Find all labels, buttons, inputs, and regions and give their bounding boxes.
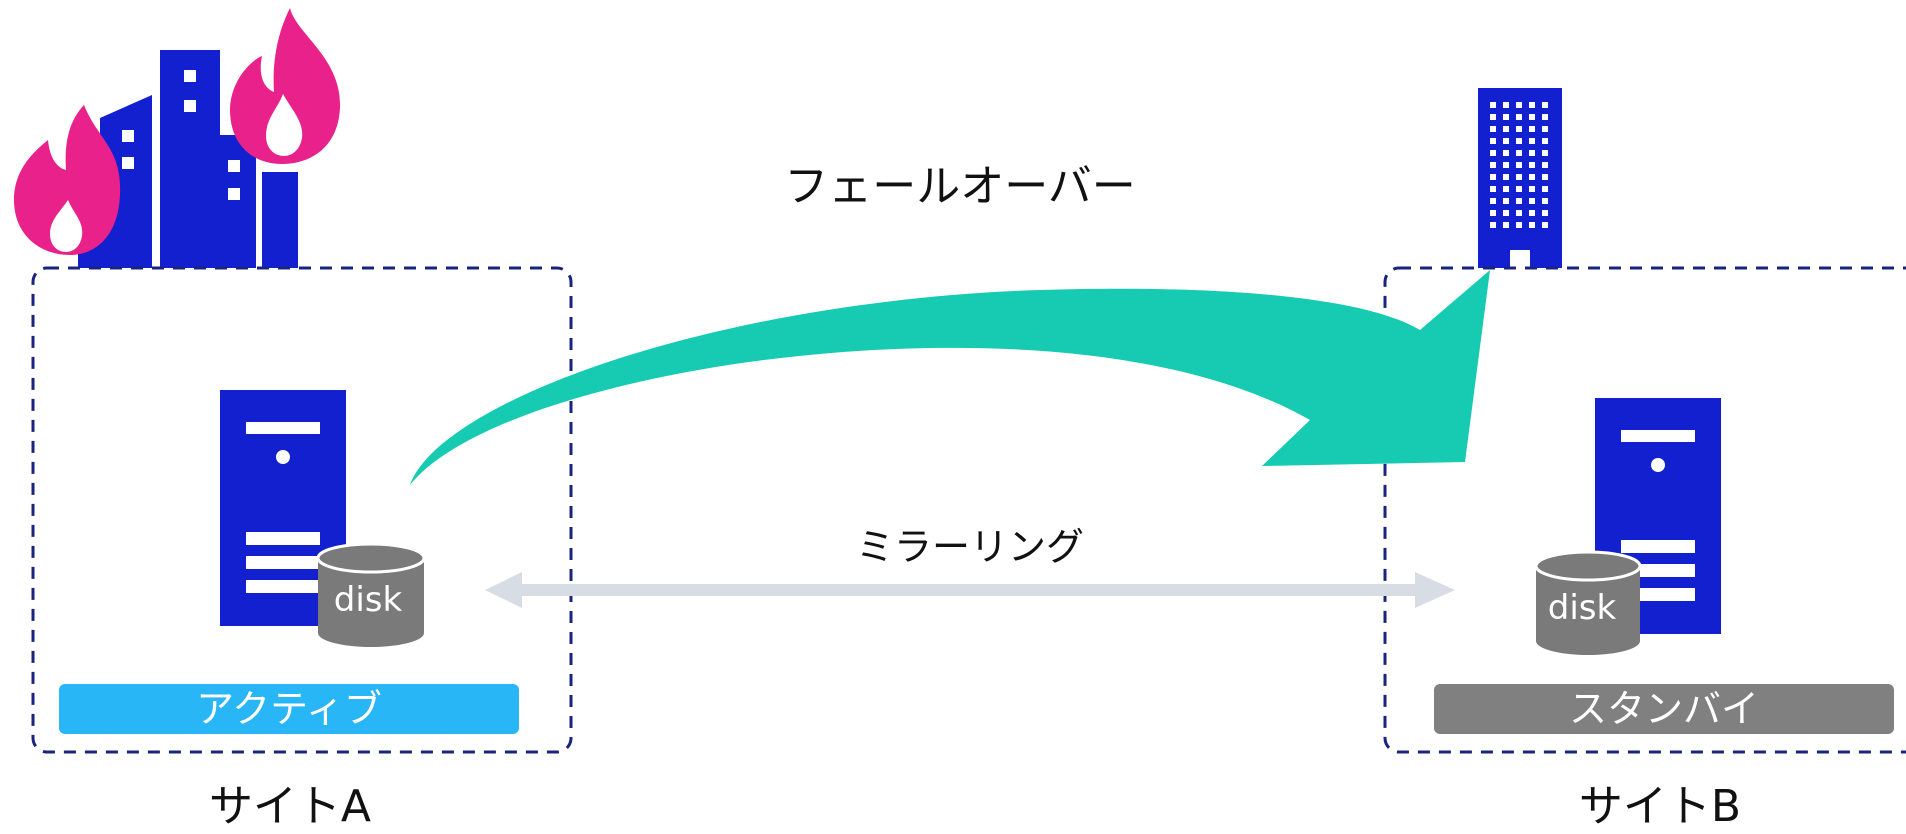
building-window (1529, 198, 1535, 204)
fire-left-icon (14, 105, 121, 255)
building-window (1490, 162, 1496, 168)
building-window (1529, 102, 1535, 108)
building-window (1516, 222, 1522, 228)
building-window (1503, 150, 1509, 156)
diagram-canvas (14, 8, 1906, 754)
building-window (1516, 150, 1522, 156)
building-window (1529, 138, 1535, 144)
building-window (1516, 162, 1522, 168)
building-window (1490, 174, 1496, 180)
building-window (1542, 222, 1548, 228)
site-b-boundary (1383, 266, 1906, 754)
disk-b-icon (1534, 550, 1642, 655)
building-window (1529, 150, 1535, 156)
building-window (1529, 186, 1535, 192)
building-window (1516, 126, 1522, 132)
building-window (1503, 102, 1509, 108)
building-window (1542, 162, 1548, 168)
building-window (1503, 174, 1509, 180)
building-window (1542, 210, 1548, 216)
building-window (1516, 138, 1522, 144)
disk-b-label: disk (1547, 588, 1617, 628)
building-window (1503, 222, 1509, 228)
building-window (1503, 114, 1509, 120)
failover-arrow (410, 270, 1490, 485)
building-window (1516, 198, 1522, 204)
building-window (1490, 114, 1496, 120)
building-window (1503, 138, 1509, 144)
standby-status-badge: スタンバイ (1434, 684, 1894, 734)
failover-label: フェールオーバー (784, 161, 1136, 212)
building-window (1503, 186, 1509, 192)
building-window (1542, 174, 1548, 180)
building-window (1516, 114, 1522, 120)
building-window (1503, 126, 1509, 132)
building-window (1490, 222, 1496, 228)
building-window (1490, 150, 1496, 156)
building-window (1516, 174, 1522, 180)
disk-a-icon (316, 542, 426, 647)
building-window (1542, 126, 1548, 132)
building-window (1529, 126, 1535, 132)
office-building-icon (1478, 88, 1562, 268)
building-window (1542, 138, 1548, 144)
mirroring-arrow (485, 572, 1455, 608)
building-window (1529, 222, 1535, 228)
building-window (1542, 198, 1548, 204)
disk-a-label: disk (333, 580, 403, 620)
building-window (1490, 126, 1496, 132)
site-a-boundary (31, 266, 573, 754)
building-window (1542, 114, 1548, 120)
active-status-badge: アクティブ (59, 684, 519, 734)
site-a-label: サイトA (208, 781, 372, 832)
building-window (1490, 102, 1496, 108)
building-window (1542, 102, 1548, 108)
building-window (1490, 210, 1496, 216)
building-window (1516, 102, 1522, 108)
building-window (1516, 186, 1522, 192)
building-window (1529, 114, 1535, 120)
building-window (1503, 198, 1509, 204)
building-window (1490, 198, 1496, 204)
building-window (1503, 162, 1509, 168)
building-window (1529, 162, 1535, 168)
building-window (1503, 210, 1509, 216)
building-window (1516, 210, 1522, 216)
mirroring-label: ミラーリング (855, 525, 1084, 569)
building-window (1529, 210, 1535, 216)
building-window (1490, 186, 1496, 192)
building-window (1542, 186, 1548, 192)
building-window (1542, 150, 1548, 156)
building-window (1529, 174, 1535, 180)
fire-right-icon (230, 8, 341, 164)
site-b-label: サイトB (1578, 781, 1742, 832)
building-window (1490, 138, 1496, 144)
